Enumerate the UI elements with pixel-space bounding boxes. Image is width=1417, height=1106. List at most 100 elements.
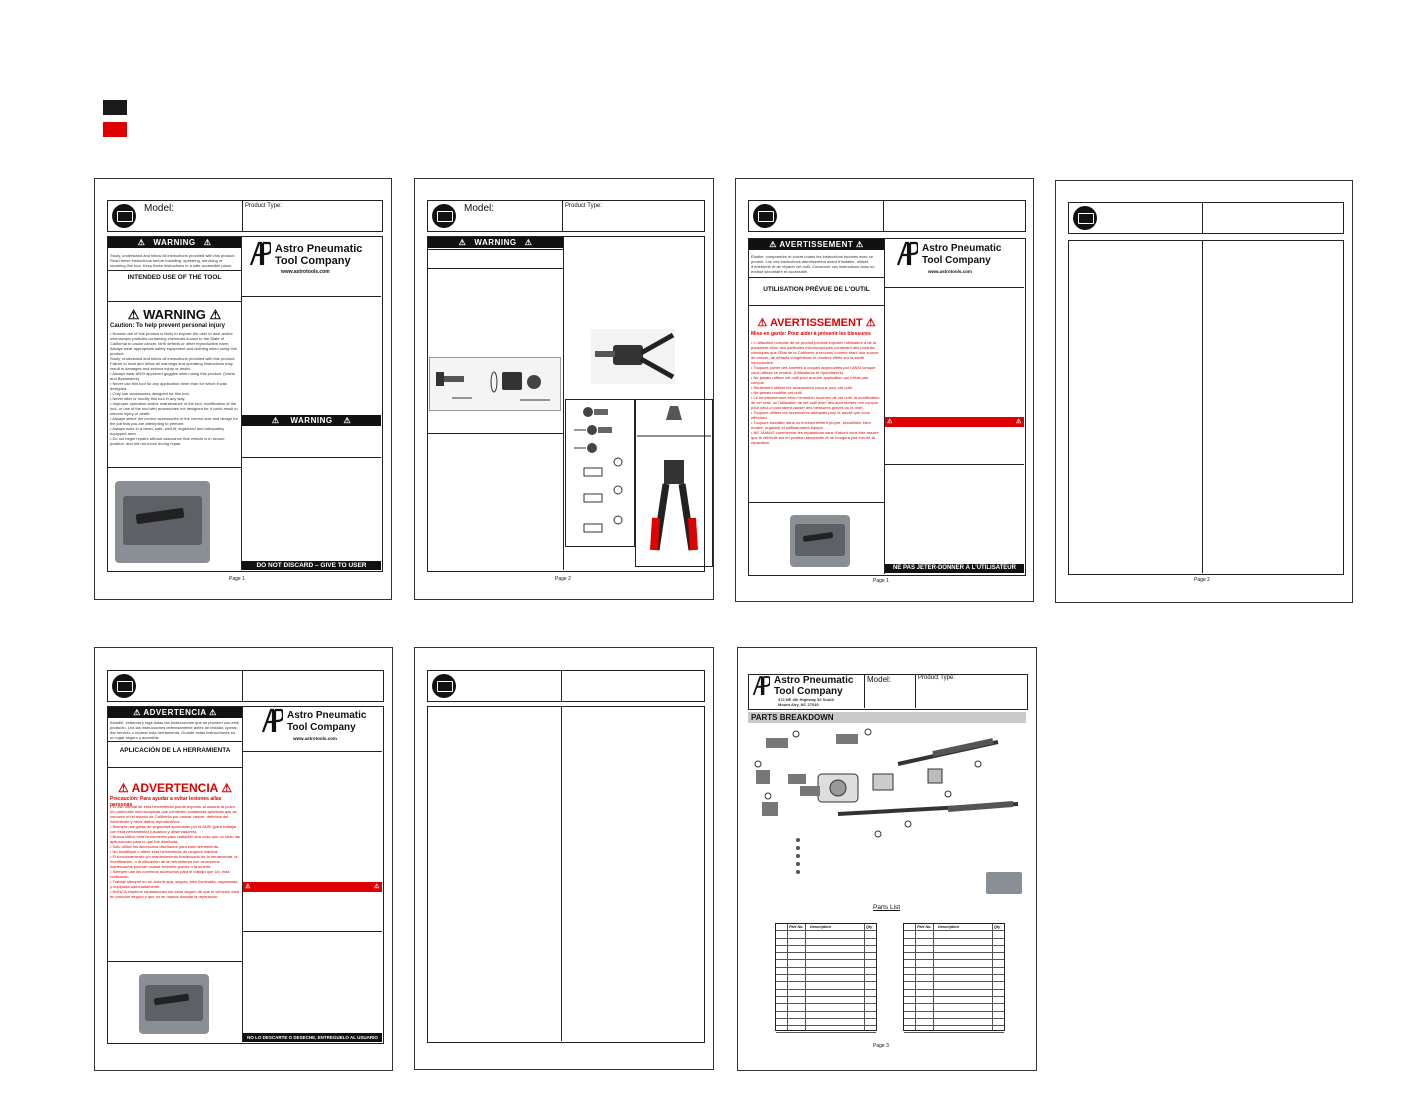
company-logo: Astro Pneumatic Tool Company www.astroto… [896,241,1022,281]
page-number: Page 1 [873,578,889,584]
table-row [776,982,876,990]
sheet-fr-page1: ⚠ AVERTISSEMENT ⚠ Étudier, comprendre et… [735,178,1034,602]
header-bar [427,670,705,702]
bullet: • Always wear ANSI approved goggles when… [110,371,236,381]
riveter-full-photo [635,399,713,567]
table-row [776,924,876,932]
table-row [776,953,876,961]
company-name-line2: Tool Company [774,686,843,697]
sheet-es-page1: ⚠ ADVERTENCIA ⚠ Estudie, entienda y siga… [94,647,393,1071]
table-rows [776,924,876,1040]
company-name-line1: Astro Pneumatic [774,675,854,686]
table-row [776,1019,876,1027]
table-row [904,1012,1004,1019]
logo-mark-icon [261,708,283,733]
parts-breakdown-bar: PARTS BREAKDOWN [748,712,1026,723]
bullet: • Always select the correct accessories … [110,416,238,426]
do-not-discard-bar: DO NOT DISCARD – GIVE TO USER [242,561,381,570]
bullet: • Toujours porter des lunettes à coques … [751,365,876,375]
bullet: • Improper operation and/or maintenance … [110,401,238,416]
warning-bullets: • Normal use of this product is likely t… [110,331,240,446]
manual-book-icon [432,204,456,228]
parts-list-title: Parts List [873,904,901,911]
parts-header [748,674,1028,710]
bullet: • Do not begin repairs without assurance… [110,436,225,446]
bullet: • Never alter or modify this tool in any… [110,396,186,401]
bullet: • Siempre use gafas de seguridad aprobad… [110,824,237,834]
riveter-head-icon [595,332,675,380]
warning-bar: ⚠ WARNING ⚠ [108,237,241,248]
model-label: Model: [867,675,892,684]
company-url: www.astrotools.com [281,269,330,275]
side-warning-bar: ⚠⚠ [243,882,382,892]
table-row [776,939,876,946]
company-name-line2: Tool Company [287,722,356,733]
bullet: • Ne jamais modifier cet outil. [751,390,803,395]
nosepiece-photo-strip [429,357,561,411]
bullet: • Trabaje siempre en un área limpia, seg… [110,879,238,889]
logo-mark-icon [896,241,918,266]
table-row [904,997,1004,1005]
do-not-discard-bar: NO LO DESCARTE O DESECHE, ENTREGUELO AL … [243,1033,382,1042]
col-description: Description [810,925,831,929]
sheet-parts-breakdown: Astro Pneumatic Tool Company 372 NE 4th … [737,647,1037,1071]
side-warning-bar: ⚠ WARNING ⚠ [242,415,381,426]
address-line2: Mount Airy, NC 27030 [778,702,819,707]
intended-use-heading: APLICACIÓN DE LA HERRAMIENTA [119,747,231,754]
company-name-line1: Astro Pneumatic [275,243,363,255]
intended-use-heading: UTILISATION PRÉVUE DE L'OUTIL [763,286,870,293]
product-type-label: Product Type: [918,675,955,681]
content-frame [107,706,384,1044]
address-line1: 372 NE 4th Highway 52 South [778,697,835,702]
table-row [904,1026,1004,1034]
table-row [904,939,1004,946]
swatch-dark [103,100,127,115]
bullet: • Nunca utilice esta herramienta para cu… [110,834,240,844]
swatch-red [103,122,127,137]
kit-case-photo [790,515,850,567]
warning-bar: ⚠ ADVERTENCIA ⚠ [108,707,242,718]
sheet-en-page2: Model: Product Type: ⚠ WARNING ⚠ [414,178,714,600]
caution-line: Caution: To help prevent personal injury [110,323,225,329]
table-row [904,990,1004,997]
bullet: • Seulement utiliser les accessoires con… [751,385,853,390]
logo-mark-icon [249,241,271,266]
bullet: • Normal use of this product is likely t… [110,331,237,356]
page-number: Page 3 [873,1043,889,1049]
product-type-label: Product Type: [245,203,282,209]
warning-bullets: • El uso normal de esta herramienta pued… [110,804,240,899]
bullet: • Ne jamais utiliser cet outil pour aucu… [751,375,869,385]
table-row [904,931,1004,939]
warning-bullets: • L'utilisation normale de ce produit po… [751,340,881,445]
sheet-es-page2 [414,647,714,1070]
do-not-discard-bar: NE PAS JETER-DONNER À L'UTILISATEUR [885,564,1024,573]
table-row [904,975,1004,983]
table-row [776,1004,876,1012]
bullet: Study, understand and follow all instruc… [110,356,236,371]
table-row [904,946,1004,954]
intro-text: Estudie, entienda y siga todas las instr… [110,720,239,740]
side-warning-bar: ⚠⚠ [885,417,1024,427]
col-part-no: Part No. [789,925,804,929]
page-number: Page 2 [555,576,571,582]
bullet: • Never use this tool for any applicatio… [110,381,227,391]
model-label: Model: [464,203,495,214]
col-description: Description [938,925,959,929]
manual-book-icon [432,674,456,698]
company-logo: Astro Pneumatic Tool Company www.astroto… [261,708,381,748]
bullet: • NUNCA empiece reparaciones sin estar s… [110,889,239,899]
bullet: • Only use accessories designed for this… [110,391,190,396]
big-warning: ⚠ AVERTISSEMENT ⚠ [757,317,876,329]
table-row [776,1033,876,1039]
intro-text: Étudier, comprendre et suivre toutes les… [751,254,875,274]
intended-use-heading: INTENDED USE OF THE TOOL [127,274,222,281]
model-label: Model: [144,203,175,214]
kit-case-photo [115,481,210,563]
manual-book-icon [1073,206,1097,230]
table-row [776,1012,876,1019]
table-row [776,997,876,1005]
table-row [904,953,1004,961]
bullet: • Siempre use los correctos accesorios p… [110,869,230,879]
col-qty: Qty [994,925,1001,929]
page-number: Page 2 [1194,577,1210,583]
